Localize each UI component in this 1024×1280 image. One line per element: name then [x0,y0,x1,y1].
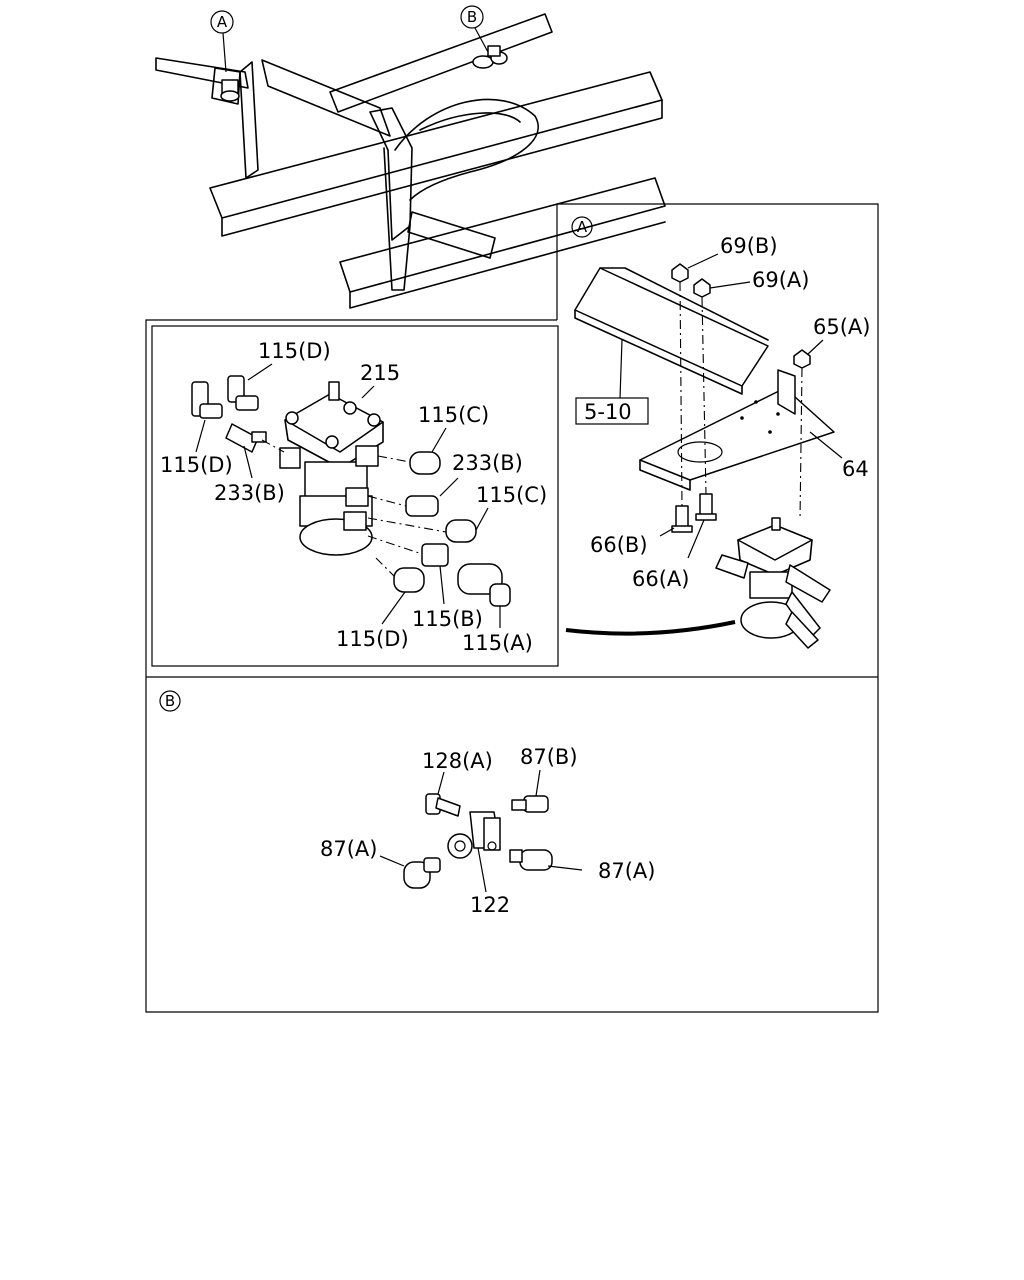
bracket-valve-group [220,79,240,102]
detail-b-callout: B [165,692,175,710]
label-233b-left: 233(B) [214,481,285,505]
label-69a: 69(A) [752,268,809,292]
label-215: 215 [360,361,400,385]
label-122: 122 [470,893,510,917]
valve-exploded-inset: 115(D) 215 115(C) 115(D) 233(B) 233(B) 1… [151,325,559,667]
reference-box-5-10 [575,397,649,425]
bolt-66b [671,505,693,533]
nut-65a [793,349,811,369]
fitting-115c-right [445,519,477,543]
label-65a: 65(A) [813,315,870,339]
fitting-115c-top [409,451,441,475]
fitting-115d-top [227,375,259,411]
label-115b: 115(B) [412,607,483,631]
label-233b-right: 233(B) [452,451,523,475]
detail-a-callout: A [577,218,588,236]
fitting-233b-left [225,423,267,453]
relay-valve-assembly [715,517,831,649]
fitting-87b [511,795,549,813]
rear-rail-valve-group [472,45,508,69]
label-66b: 66(B) [590,533,648,557]
mounting-plate [639,369,835,491]
label-64: 64 [842,457,869,481]
bolt-128a [425,793,461,817]
chassis-frame-illustration: A B [155,5,666,309]
fitting-115b [421,543,449,567]
label-69b: 69(B) [720,234,778,258]
label-115c-top: 115(C) [418,403,489,427]
label-87a-left: 87(A) [320,837,377,861]
elbow-87a-right [509,849,553,871]
label-115d-top: 115(D) [258,339,331,363]
label-87b: 87(B) [520,745,578,769]
label-128a: 128(A) [422,749,493,773]
detail-a-panel: A [145,203,879,1013]
elbow-87a-left [403,857,441,889]
nut-69b [671,263,689,283]
callout-a-circle [210,10,234,34]
nut-69a [693,278,711,298]
fitting-233b-right [405,495,439,517]
fitting-115d-left [191,381,223,419]
detail-b-panel: B [159,690,655,917]
fitting-115a [457,563,511,607]
fitting-115d-bottom [393,567,425,593]
callout-a-label: A [217,13,228,31]
label-115d-bottom: 115(D) [336,627,409,651]
label-5-10: 5-10 [584,400,632,424]
label-87a-right: 87(A) [598,859,655,883]
bolt-66a [695,493,717,521]
callout-b-circle [460,5,484,29]
label-115d-left: 115(D) [160,453,233,477]
label-115a: 115(A) [462,631,533,655]
mounting-channel [574,267,769,395]
tee-fitting-122 [447,811,501,859]
callout-b-label: B [467,8,477,26]
label-115c-right: 115(C) [476,483,547,507]
label-66a: 66(A) [632,567,689,591]
